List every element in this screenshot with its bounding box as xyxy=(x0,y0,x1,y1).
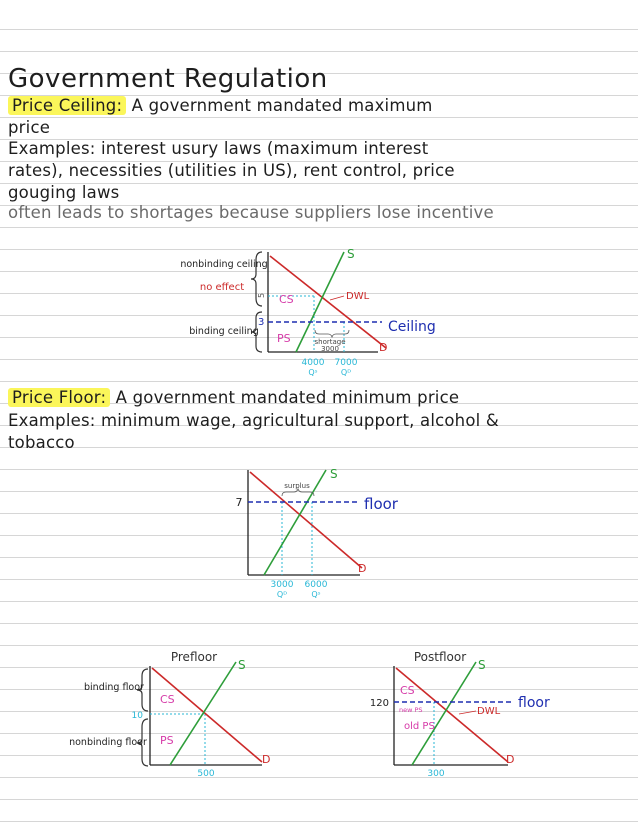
postfloor-graph: Postfloor S D floor CS new PS old PS DWL… xyxy=(370,650,550,779)
postfloor-demand-label: D xyxy=(506,753,514,766)
price-floor-definition: A government mandated minimum price xyxy=(115,388,460,407)
binding-floor-label: binding floor xyxy=(84,682,144,693)
floor-qd-symbol: Qᴰ xyxy=(277,590,287,599)
price-3-label: 3 xyxy=(258,317,264,328)
prefloor-qty: 500 xyxy=(197,769,214,779)
postfloor-old-ps-label: old PS xyxy=(404,721,435,732)
ceiling-graph: nonbinding ceiling no effect binding cei… xyxy=(180,247,435,377)
binding-ceiling-label: binding ceiling xyxy=(189,326,258,337)
prefloor-ps-label: PS xyxy=(160,734,174,747)
ceiling-note: often leads to shortages because supplie… xyxy=(8,203,494,222)
cs-label: CS xyxy=(279,293,294,306)
postfloor-cs-label: CS xyxy=(400,684,415,697)
dwl-label: DWL xyxy=(346,291,370,302)
surplus-label: surplus xyxy=(284,482,310,490)
postfloor-dwl-label: DWL xyxy=(477,706,501,717)
floor-examples-1: Examples: minimum wage, agricultural sup… xyxy=(8,411,499,430)
prefloor-demand-curve xyxy=(151,667,263,763)
postfloor-floor-label: floor xyxy=(518,695,550,711)
prefloor-graph: Prefloor binding floor nonbinding floor … xyxy=(69,650,270,779)
dwl-pointer xyxy=(329,295,345,301)
floor-supply-label: S xyxy=(330,467,338,481)
qd-symbol: Qᴰ xyxy=(341,368,351,377)
ceiling-examples-3: gouging laws xyxy=(8,183,120,202)
ceiling-examples-2: rates), necessities (utilities in US), r… xyxy=(8,161,455,180)
floor-graph: surplus S D floor 7 3000 Qᴰ 6000 Qˢ xyxy=(236,467,399,599)
surplus-brace xyxy=(281,487,315,497)
price-ceiling-definition: A government mandated maximum xyxy=(131,96,433,115)
qs-symbol: Qˢ xyxy=(308,368,317,377)
prefloor-supply-curve xyxy=(169,661,237,766)
ceiling-definition-cont: price xyxy=(8,118,51,137)
floor-qs-value: 6000 xyxy=(305,580,328,590)
prefloor-price: 10 xyxy=(132,711,144,721)
ceiling-examples-1: Examples: interest usury laws (maximum i… xyxy=(8,139,429,158)
floor-examples-2: tobacco xyxy=(8,433,75,452)
qd-value: 7000 xyxy=(335,358,358,368)
shortage-label: shortage xyxy=(314,338,345,346)
postfloor-qty: 300 xyxy=(427,769,444,779)
ceiling-demand-curve xyxy=(269,255,387,349)
prefloor-nonbinding-brace xyxy=(136,718,149,767)
price-ceiling-term: Price Ceiling: xyxy=(8,96,127,115)
postfloor-dwl-pointer xyxy=(458,710,477,715)
prefloor-binding-brace xyxy=(136,668,149,712)
nonbinding-brace xyxy=(250,251,263,307)
page-title: Government Regulation xyxy=(8,64,328,94)
nonbinding-ceiling-label: nonbinding ceiling xyxy=(180,259,267,270)
postfloor-supply-label: S xyxy=(478,658,486,672)
shortage-brace xyxy=(314,329,350,339)
floor-qs-symbol: Qˢ xyxy=(311,590,320,599)
prefloor-cs-label: CS xyxy=(160,693,175,706)
ps-label: PS xyxy=(277,332,291,345)
nonbinding-floor-label: nonbinding floor xyxy=(69,737,147,748)
floor-price-7: 7 xyxy=(236,496,243,509)
postfloor-supply-curve xyxy=(411,661,477,766)
price-5-label: 5 xyxy=(257,293,266,298)
floor-supply-curve xyxy=(263,469,327,576)
floor-definition-line: Price Floor: A government mandated minim… xyxy=(8,388,459,407)
prefloor-supply-label: S xyxy=(238,658,246,672)
shortage-quantity: 3000 xyxy=(321,345,339,353)
qs-value: 4000 xyxy=(302,358,325,368)
prefloor-title: Prefloor xyxy=(171,650,217,664)
postfloor-title: Postfloor xyxy=(414,650,466,664)
ceiling-supply-label: S xyxy=(347,247,355,261)
binding-brace xyxy=(250,311,263,353)
price-floor-term: Price Floor: xyxy=(8,388,111,407)
prefloor-demand-label: D xyxy=(262,753,270,766)
ceiling-label: Ceiling xyxy=(388,319,436,335)
ceiling-supply-curve xyxy=(295,251,345,353)
floor-demand-curve xyxy=(249,471,363,569)
postfloor-price: 120 xyxy=(370,698,389,709)
floor-demand-label: D xyxy=(358,562,366,575)
ceiling-demand-label: D xyxy=(379,341,387,354)
floor-label: floor xyxy=(364,495,399,513)
no-effect-label: no effect xyxy=(200,282,244,293)
ceiling-definition-line: Price Ceiling: A government mandated max… xyxy=(8,96,433,115)
postfloor-demand-curve xyxy=(395,667,509,763)
postfloor-new-ps-label: new PS xyxy=(399,706,423,714)
floor-qd-value: 3000 xyxy=(271,580,294,590)
